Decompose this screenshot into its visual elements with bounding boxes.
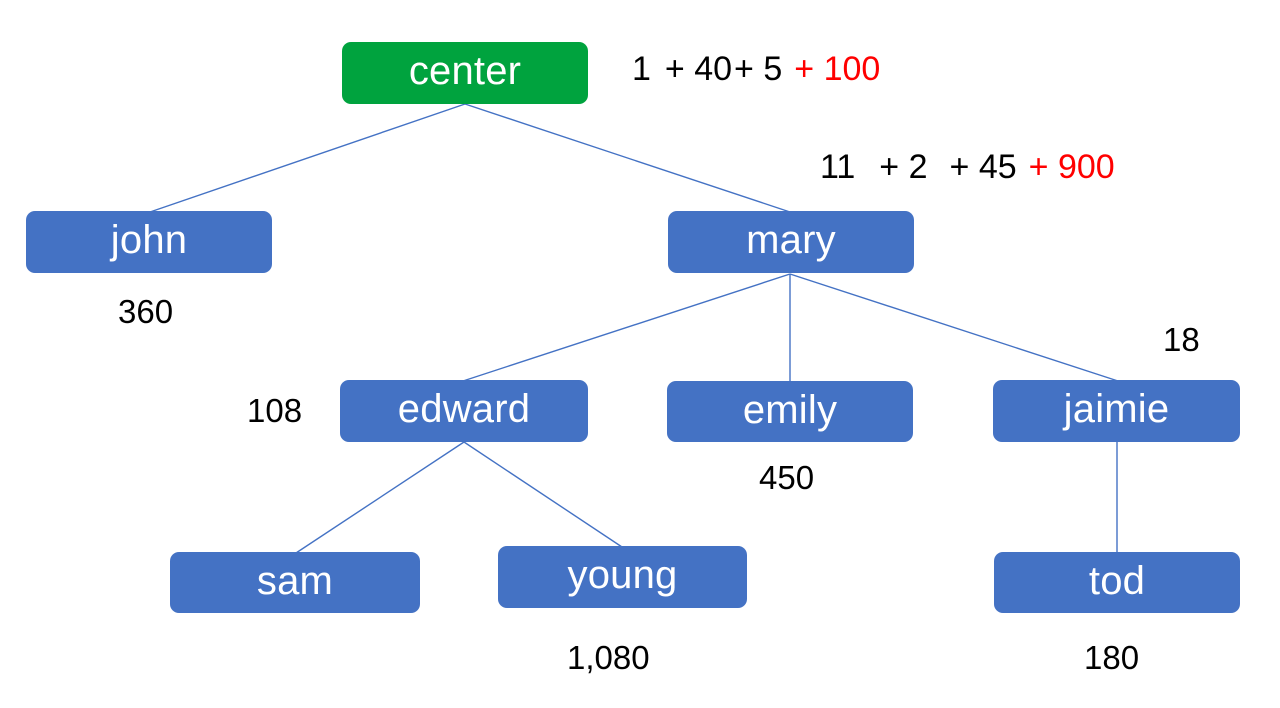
formula-center-term-1: + 40 xyxy=(664,50,733,88)
node-mary-label: mary xyxy=(746,218,836,262)
node-tod[interactable]: tod xyxy=(994,552,1240,613)
node-emily[interactable]: emily xyxy=(667,381,913,442)
node-mary[interactable]: mary xyxy=(668,211,914,273)
formula-center-term-2: + 5 xyxy=(734,50,783,88)
edge-mary-jaimie xyxy=(789,273,1119,382)
node-john[interactable]: john xyxy=(26,211,272,273)
formula-center-term-0: 1 xyxy=(632,50,651,88)
node-edward[interactable]: edward xyxy=(340,380,588,442)
node-center-label: center xyxy=(408,49,522,93)
value-label-edward: 108 xyxy=(247,392,303,429)
formula-center: 1 + 40 + 5 + 100 xyxy=(632,52,880,86)
node-jaimie-label: jaimie xyxy=(1063,387,1170,431)
formula-mary-term-1: + 2 xyxy=(879,148,928,186)
node-sam[interactable]: sam xyxy=(170,552,420,613)
formula-mary-term-0: 11 xyxy=(820,148,856,186)
formula-mary-highlight: + 900 xyxy=(1028,148,1115,186)
value-label-john: 360 xyxy=(118,293,174,330)
formula-mary: 11 + 2 + 45 + 900 xyxy=(820,150,1115,184)
value-label-young: 1,080 xyxy=(567,639,650,676)
node-young-label: young xyxy=(567,553,678,597)
node-tod-label: tod xyxy=(1088,558,1146,603)
edge-center-mary xyxy=(464,103,791,213)
node-edward-label: edward xyxy=(397,387,531,431)
edge-edward-young xyxy=(463,441,623,548)
node-young[interactable]: young xyxy=(498,546,747,608)
node-center[interactable]: center xyxy=(342,42,588,104)
node-sam-label: sam xyxy=(256,558,334,603)
value-label-jaimie: 18 xyxy=(1163,321,1200,358)
formula-mary-term-2: + 45 xyxy=(949,148,1017,186)
edge-center-john xyxy=(149,103,466,213)
value-label-tod: 180 xyxy=(1084,639,1140,676)
edge-edward-sam xyxy=(295,441,465,554)
node-john-label: john xyxy=(110,218,188,262)
value-label-emily: 450 xyxy=(759,459,815,496)
node-emily-label: emily xyxy=(742,387,838,432)
edge-mary-edward xyxy=(462,273,791,382)
formula-center-highlight: + 100 xyxy=(794,50,881,88)
node-jaimie[interactable]: jaimie xyxy=(993,380,1240,442)
